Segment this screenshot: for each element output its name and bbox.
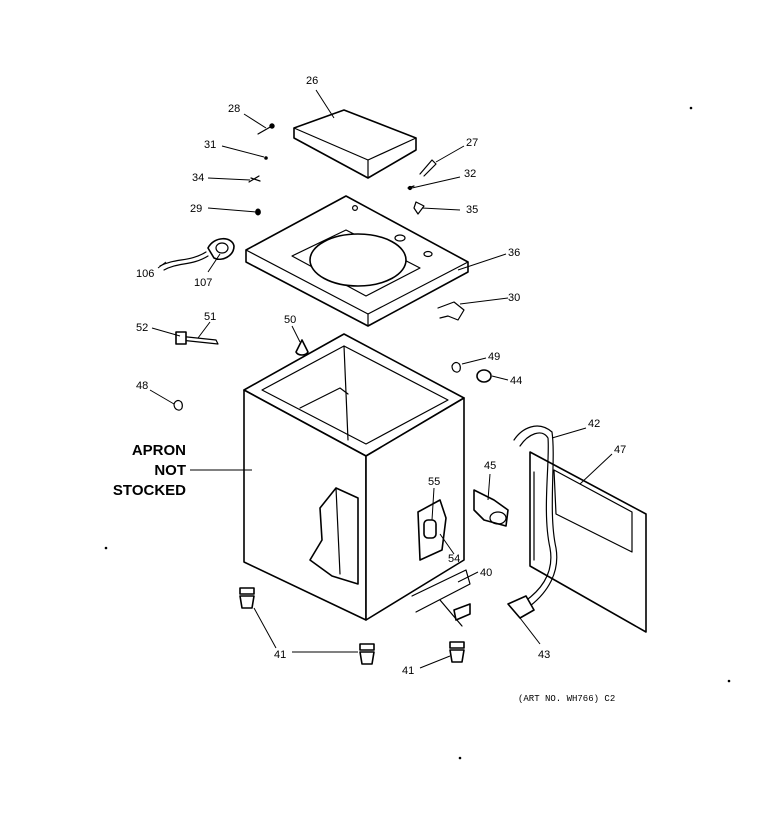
leveling-feet-part (239, 587, 465, 665)
callout-50: 50 (284, 314, 296, 326)
callout-55: 55 (428, 476, 440, 488)
clip-49-part (451, 361, 461, 373)
callout-47: 47 (614, 444, 626, 456)
callout-26: 26 (306, 75, 318, 87)
switch-assembly-part (175, 331, 219, 345)
callout-49: 49 (488, 351, 500, 363)
apron-note-line-1: APRON (132, 442, 186, 459)
apron-note-line-2: NOT (154, 462, 186, 479)
callout-54: 54 (448, 553, 460, 565)
bracket-45-part (473, 489, 509, 527)
callout-27: 27 (466, 137, 478, 149)
grommet-50-part (295, 339, 309, 356)
callout-32: 32 (464, 168, 476, 180)
bracket-30-part (437, 301, 465, 321)
callout-45: 45 (484, 460, 496, 472)
callout-36: 36 (508, 247, 520, 259)
callout-44: 44 (510, 375, 522, 387)
art-number: (ART NO. WH766) C2 (518, 694, 615, 704)
small-hardware-parts (248, 123, 437, 216)
callout-41-right: 41 (402, 665, 414, 677)
callout-34: 34 (192, 172, 204, 184)
callout-30: 30 (508, 292, 520, 304)
callout-48: 48 (136, 380, 148, 392)
callout-107: 107 (194, 277, 212, 289)
callout-51: 51 (204, 311, 216, 323)
cabinet-part (243, 333, 471, 627)
callout-52: 52 (136, 322, 148, 334)
clip-48-part (173, 399, 183, 411)
cord-and-clip-part (159, 237, 235, 271)
leader-lines (149, 89, 613, 669)
back-panel-part (529, 451, 647, 633)
callout-31: 31 (204, 139, 216, 151)
callout-29: 29 (190, 203, 202, 215)
top-cover-part (245, 195, 469, 327)
drain-hose-part (507, 425, 558, 619)
callout-41-left: 41 (274, 649, 286, 661)
callout-40: 40 (480, 567, 492, 579)
callout-28: 28 (228, 103, 240, 115)
ring-44-part (476, 369, 492, 383)
lid-part (293, 109, 417, 179)
callout-106: 106 (136, 268, 154, 280)
callout-42: 42 (588, 418, 600, 430)
callout-43: 43 (538, 649, 550, 661)
apron-note-line-3: STOCKED (113, 482, 186, 499)
callout-35: 35 (466, 204, 478, 216)
